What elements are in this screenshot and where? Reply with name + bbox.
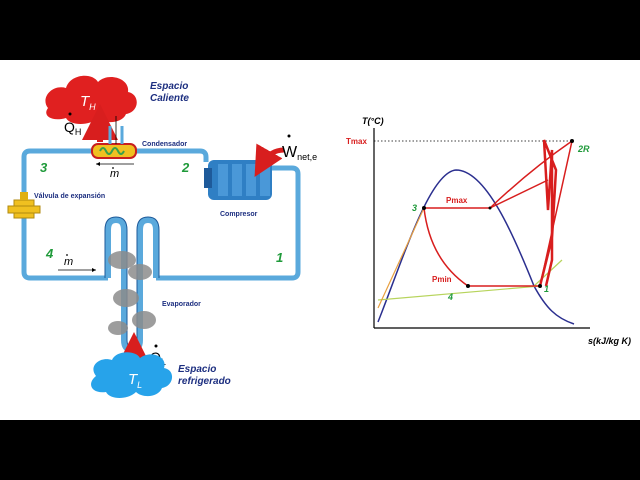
qh-label: QH bbox=[64, 119, 81, 137]
saturation-dome bbox=[377, 169, 575, 325]
ts-axes bbox=[373, 128, 590, 329]
ts-point-3-label: 3 bbox=[412, 203, 417, 213]
low-pressure-line bbox=[377, 285, 541, 301]
expansion-valve-label: Válvula de expansión bbox=[34, 193, 105, 200]
point-2r bbox=[570, 139, 574, 143]
state-4-label: 4 bbox=[45, 246, 54, 261]
pmin-label: Pmin bbox=[432, 275, 452, 284]
ts-point-2r-label: 2R bbox=[577, 144, 590, 154]
point-1 bbox=[538, 284, 542, 288]
state-1-label: 1 bbox=[276, 250, 283, 265]
point-pmax bbox=[488, 206, 492, 210]
qh-dot bbox=[68, 112, 72, 116]
ts-point-4-label: 4 bbox=[447, 292, 453, 302]
condenser bbox=[91, 116, 137, 159]
ts-ylabel: T(°C) bbox=[362, 116, 384, 126]
state-2-label: 2 bbox=[181, 160, 190, 175]
point-4 bbox=[466, 284, 470, 288]
ts-point-1-label: 1 bbox=[544, 284, 549, 294]
ts-xlabel: s(kJ/kg K) bbox=[588, 336, 631, 346]
point-3 bbox=[422, 206, 426, 210]
pmax-label: Pmax bbox=[446, 196, 468, 205]
compressor bbox=[204, 160, 272, 200]
ts-cycle bbox=[423, 139, 573, 287]
compressor-label: Compresor bbox=[220, 211, 258, 218]
frost-blobs bbox=[108, 251, 156, 335]
hot-space-cloud bbox=[45, 75, 137, 124]
state-3-label: 3 bbox=[40, 160, 48, 175]
mdot-bottom-label: m bbox=[64, 256, 73, 268]
cold-space-cloud bbox=[91, 352, 173, 398]
high-pressure-line bbox=[377, 207, 425, 309]
evaporator-label: Evaporador bbox=[162, 301, 201, 308]
work-label: Wnet,e bbox=[282, 144, 317, 162]
tl-label: TL bbox=[128, 371, 142, 390]
tmax-label: Tmax bbox=[346, 137, 367, 146]
condenser-label: Condensador bbox=[142, 141, 187, 148]
work-arrow bbox=[254, 143, 285, 178]
pipe-loop bbox=[21, 148, 301, 281]
expansion-valve bbox=[7, 192, 41, 219]
mdot-top-label: m bbox=[110, 168, 119, 180]
